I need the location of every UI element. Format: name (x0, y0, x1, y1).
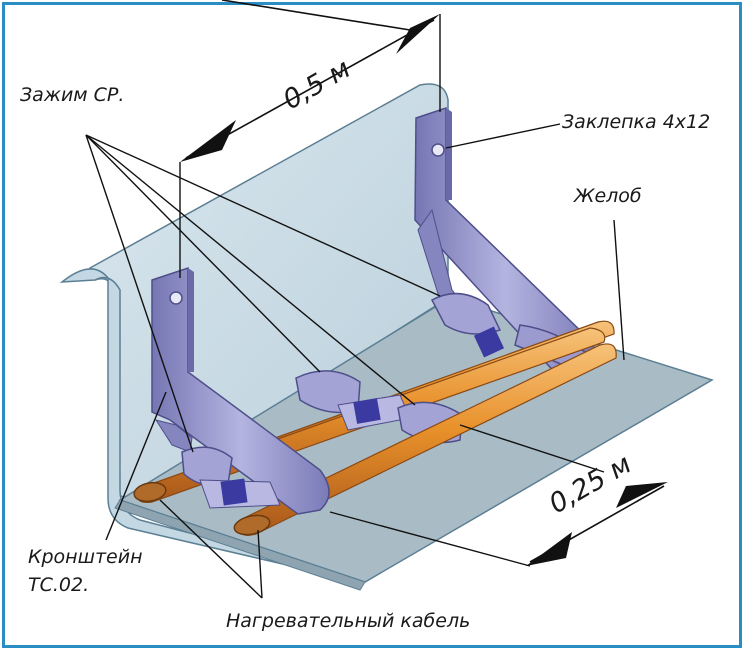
label-heating-cable: Нагревательный кабель (226, 610, 470, 632)
arrow-quarter-meter-right (616, 482, 668, 508)
clamp-middle (295, 370, 463, 444)
rivet-hole-front (169, 291, 183, 305)
dimension-arrows (180, 0, 668, 566)
label-rivet: Заклепка 4х12 (562, 111, 710, 133)
heating-cable-front (233, 343, 617, 536)
label-bracket-line1: Кронштейн (28, 546, 143, 568)
clamp-front-left (181, 446, 281, 509)
arrow-half-meter-right (396, 14, 440, 54)
label-clamp: Зажим СР. (20, 84, 124, 106)
arrow-half-meter-left (180, 120, 236, 162)
rivet-hole-back (431, 143, 445, 157)
dimension-bracket-spacing: 0,5 м (278, 53, 356, 116)
label-gutter: Желоб (573, 185, 642, 207)
leader-lines (85, 14, 625, 599)
label-bracket-line2: ТС.02. (28, 574, 89, 596)
